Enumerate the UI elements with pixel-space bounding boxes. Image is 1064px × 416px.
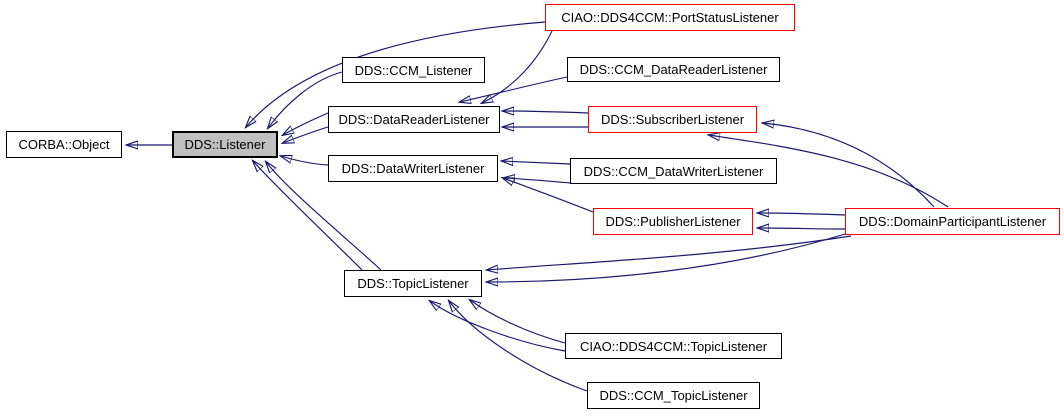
edge-domainparticipant-topic-a	[487, 235, 852, 270]
node-label: DDS::Listener	[184, 137, 266, 152]
node-ccm-datareader-listener[interactable]: DDS::CCM_DataReaderListener	[567, 57, 780, 82]
node-label: CIAO::DDS4CCM::TopicListener	[579, 338, 768, 354]
node-corba-object[interactable]: CORBA::Object	[6, 131, 122, 158]
node-datawriter-listener[interactable]: DDS::DataWriterListener	[328, 155, 498, 182]
node-label: DDS::DataWriterListener	[341, 161, 485, 176]
node-label: DDS::CCM_Listener	[354, 62, 473, 78]
node-label: DDS::CCM_TopicListener	[599, 388, 748, 403]
edge-ciaotopic-topic	[470, 300, 566, 344]
node-ccm-datawriter-listener[interactable]: DDS::CCM_DataWriterListener	[570, 158, 777, 184]
edge-datareader-listener	[283, 112, 329, 135]
node-publisher-listener[interactable]: DDS::PublisherListener	[593, 208, 753, 235]
node-portstatus-listener[interactable]: CIAO::DDS4CCM::PortStatusListener	[545, 4, 795, 31]
node-label: DDS::DataReaderListener	[338, 112, 490, 127]
edge-domainparticipant-subscriber-b	[709, 135, 949, 208]
node-label: DDS::SubscriberListener	[600, 112, 745, 127]
edge-domainparticipant-topic-b	[487, 233, 846, 282]
edge-domainparticipant-publisher-b	[758, 228, 846, 229]
edge-ccmdatareader-datareader	[460, 76, 568, 102]
node-ccm-listener[interactable]: DDS::CCM_Listener	[342, 57, 485, 83]
node-label: DDS::DomainParticipantListener	[858, 214, 1047, 229]
node-domainparticipant-listener[interactable]: DDS::DomainParticipantListener	[845, 208, 1060, 235]
edge-subscriber-datareader	[503, 111, 589, 113]
node-datareader-listener[interactable]: DDS::DataReaderListener	[328, 106, 500, 133]
edge-portstatus-datareader	[482, 30, 553, 103]
node-label: DDS::CCM_DataWriterListener	[583, 163, 764, 179]
node-dds-listener: DDS::Listener	[172, 131, 278, 158]
edge-ccmdatawriter2-datawriter	[504, 178, 571, 184]
node-ccm-topic-listener[interactable]: DDS::CCM_TopicListener	[587, 382, 760, 409]
edge-datawriter-listener	[281, 156, 329, 166]
node-topic-listener[interactable]: DDS::TopicListener	[344, 270, 482, 297]
node-subscriber-listener[interactable]: DDS::SubscriberListener	[588, 106, 757, 133]
node-label: DDS::PublisherListener	[605, 214, 741, 229]
edge-topic-listener-b	[266, 162, 382, 271]
edge-portstatus-listener	[246, 21, 546, 127]
edge-ciaotopic2-topic	[430, 301, 566, 352]
edge-topic-listener-a	[253, 161, 363, 271]
edge-domainparticipant-publisher-a	[758, 213, 846, 215]
edge-ccmlistener-listener	[268, 71, 343, 128]
node-label: DDS::CCM_DataReaderListener	[579, 62, 768, 77]
edge-domainparticipant-subscriber-a	[763, 123, 935, 208]
edge-ccmdatawriter-datawriter	[502, 161, 571, 164]
node-label: CIAO::DDS4CCM::PortStatusListener	[561, 10, 779, 25]
edge-datareader2-listener	[283, 126, 329, 143]
node-ciao-topic-listener[interactable]: CIAO::DDS4CCM::TopicListener	[565, 333, 782, 359]
node-label: DDS::TopicListener	[357, 276, 469, 291]
edge-ccmtopic-topic	[449, 301, 588, 392]
node-label: CORBA::Object	[18, 137, 110, 152]
